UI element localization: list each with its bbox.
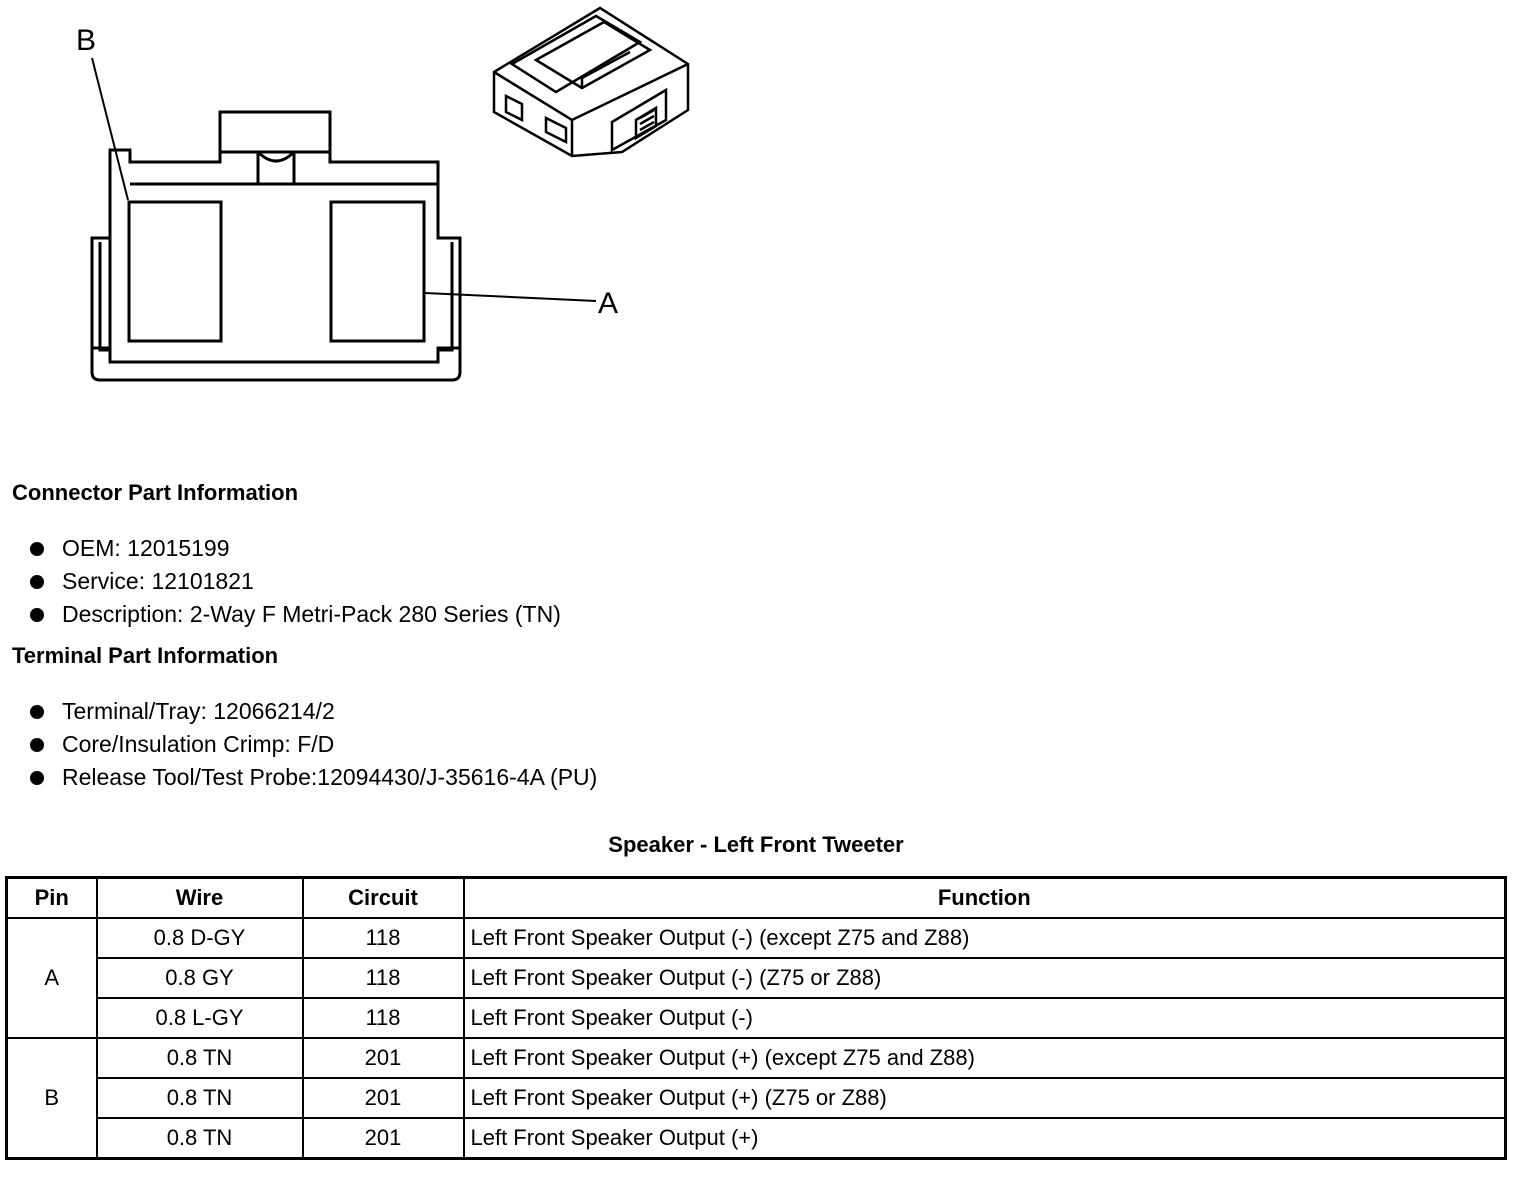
wire-cell: 0.8 D-GY <box>95 917 304 959</box>
bullet-icon <box>30 608 44 622</box>
table-header-row: Pin Wire Circuit Function <box>5 876 1507 919</box>
connector-isometric-view <box>492 6 690 158</box>
list-item: Core/Insulation Crimp: F/D <box>28 728 597 761</box>
connector-info-list: OEM: 12015199 Service: 12101821 Descript… <box>28 532 561 631</box>
cavity-label-a: A <box>598 287 618 320</box>
list-item: Description: 2-Way F Metri-Pack 280 Seri… <box>28 598 561 631</box>
wire-cell: 0.8 TN <box>95 1117 304 1160</box>
function-cell: Left Front Speaker Output (-) <box>462 997 1507 1039</box>
pinout-table: Pin Wire Circuit Function A 0.8 D-GY 118… <box>5 876 1507 1160</box>
circuit-cell: 201 <box>301 1037 465 1079</box>
connector-info-heading: Connector Part Information <box>12 480 299 505</box>
bullet-icon <box>30 575 44 589</box>
wire-cell: 0.8 TN <box>95 1037 304 1079</box>
cavity-a <box>329 200 426 343</box>
circuit-cell: 201 <box>301 1117 465 1160</box>
leader-line-a <box>424 292 597 302</box>
pin-cell: A <box>5 917 98 1039</box>
bullet-icon <box>30 738 44 752</box>
column-header-circuit: Circuit <box>301 876 465 919</box>
table-row: A 0.8 D-GY 118 Left Front Speaker Output… <box>5 917 1507 1039</box>
circuit-cell: 118 <box>301 917 465 959</box>
list-item-text: Service: 12101821 <box>62 568 254 594</box>
cavity-b <box>127 200 223 343</box>
function-cell: Left Front Speaker Output (+) <box>462 1117 1507 1160</box>
wire-cell: 0.8 TN <box>95 1077 304 1119</box>
list-item: Service: 12101821 <box>28 565 561 598</box>
connector-housing-outline <box>90 110 462 382</box>
list-item-text: Release Tool/Test Probe:12094430/J-35616… <box>62 764 598 790</box>
circuit-cell: 201 <box>301 1077 465 1119</box>
list-item-text: OEM: 12015199 <box>62 535 230 561</box>
leader-line-b <box>91 57 129 201</box>
table-row: 0.8 TN 201 Left Front Speaker Output (+)… <box>7 1077 1507 1119</box>
table-row: 0.8 GY 118 Left Front Speaker Output (-)… <box>7 957 1507 999</box>
connector-diagram: B A <box>76 6 690 382</box>
table-row: 0.8 TN 201 Left Front Speaker Output (+) <box>7 1117 1507 1160</box>
list-item-text: Core/Insulation Crimp: F/D <box>62 731 335 757</box>
pin-cell: B <box>5 1037 98 1160</box>
column-header-pin: Pin <box>5 876 98 919</box>
table-title: Speaker - Left Front Tweeter <box>608 832 904 857</box>
column-header-function: Function <box>462 876 1507 919</box>
cavity-label-b: B <box>76 24 96 57</box>
function-cell: Left Front Speaker Output (-) (except Z7… <box>462 917 1507 959</box>
list-item: Terminal/Tray: 12066214/2 <box>28 695 597 728</box>
terminal-info-list: Terminal/Tray: 12066214/2 Core/Insulatio… <box>28 695 597 794</box>
terminal-info-heading: Terminal Part Information <box>12 643 279 668</box>
list-item-text: Description: 2-Way F Metri-Pack 280 Seri… <box>62 601 561 627</box>
column-header-wire: Wire <box>95 876 304 919</box>
list-item: Release Tool/Test Probe:12094430/J-35616… <box>28 761 597 794</box>
list-item: OEM: 12015199 <box>28 532 561 565</box>
bullet-icon <box>30 771 44 785</box>
table-row: 0.8 L-GY 118 Left Front Speaker Output (… <box>7 997 1507 1039</box>
wire-cell: 0.8 GY <box>95 957 304 999</box>
wire-cell: 0.8 L-GY <box>95 997 304 1039</box>
bullet-icon <box>30 705 44 719</box>
function-cell: Left Front Speaker Output (-) (Z75 or Z8… <box>462 957 1507 999</box>
function-cell: Left Front Speaker Output (+) (Z75 or Z8… <box>462 1077 1507 1119</box>
bullet-icon <box>30 542 44 556</box>
list-item-text: Terminal/Tray: 12066214/2 <box>62 698 335 724</box>
circuit-cell: 118 <box>301 997 465 1039</box>
circuit-cell: 118 <box>301 957 465 999</box>
function-cell: Left Front Speaker Output (+) (except Z7… <box>462 1037 1507 1079</box>
table-row: B 0.8 TN 201 Left Front Speaker Output (… <box>5 1037 1507 1160</box>
